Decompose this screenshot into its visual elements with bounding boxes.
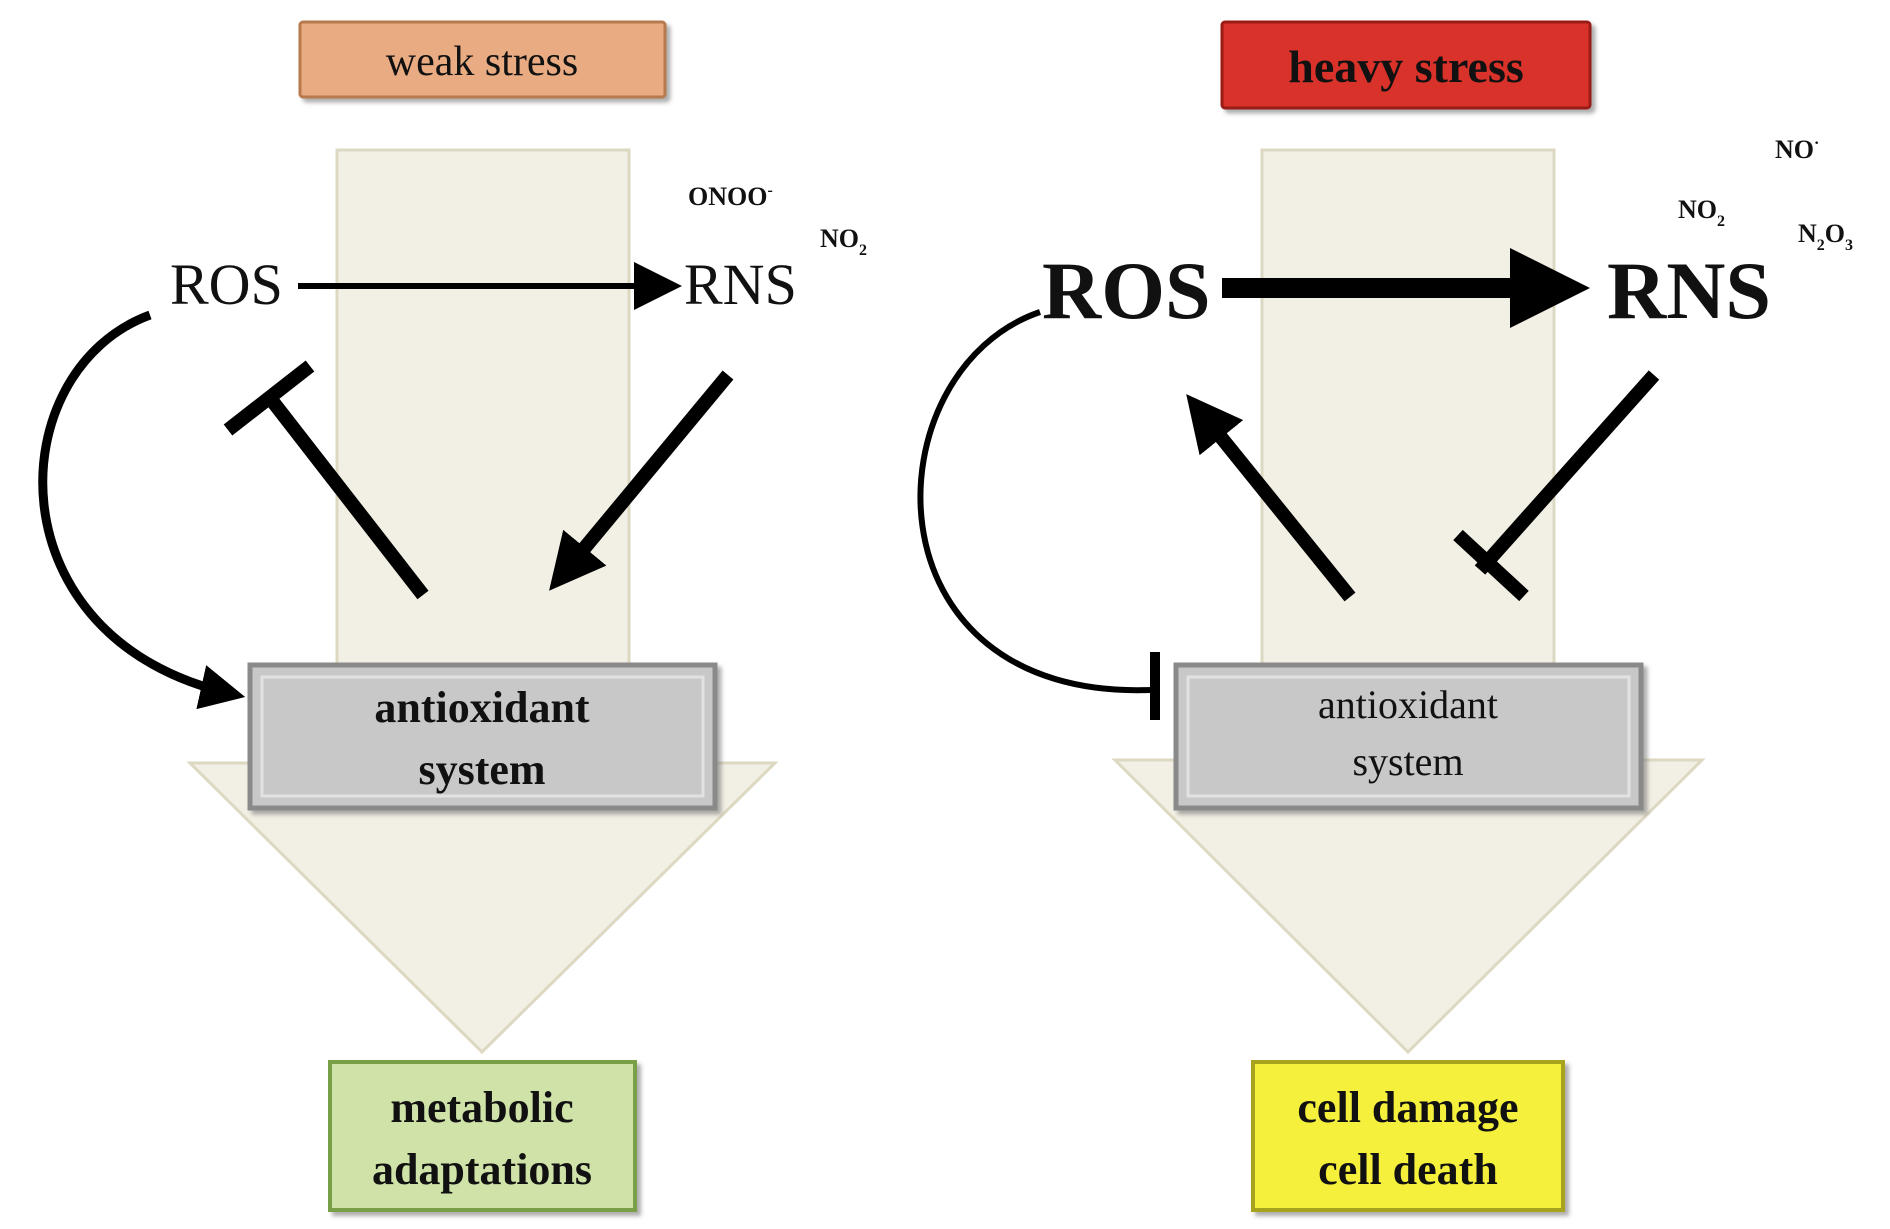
right-outcome-line1: cell damage — [1297, 1083, 1518, 1132]
left-ros-to-antioxidant-curve — [38, 310, 246, 710]
right-antioxidant-line2: system — [1352, 739, 1463, 784]
right-antioxidant-box — [1173, 662, 1644, 811]
right-ros-inhibits-antioxidant-curve — [917, 309, 1151, 694]
left-panel: weak stress ROS RNS ONOO- NO2 antioxidan… — [38, 20, 867, 1212]
left-species-onoo: ONOO- — [688, 182, 773, 211]
left-outcome-line2: adaptations — [372, 1145, 592, 1194]
right-species-no2: NO2 — [1678, 195, 1725, 230]
right-rns-inhibits-antioxidant — [1474, 370, 1660, 575]
right-inhibition-bar — [1453, 529, 1529, 602]
right-species-n2o3: N2O3 — [1798, 219, 1853, 254]
right-stress-box — [1220, 20, 1592, 110]
left-stress-label: weak stress — [386, 39, 578, 85]
right-antioxidant-line1: antioxidant — [1318, 682, 1498, 727]
left-antioxidant-inhibits-ros — [264, 393, 429, 600]
left-ros-label: ROS — [170, 252, 283, 317]
left-species-no2: NO2 — [820, 224, 867, 259]
left-outcome-box — [328, 1060, 637, 1212]
right-rns-label: RNS — [1607, 245, 1771, 336]
left-outcome-line1: metabolic — [390, 1083, 573, 1132]
right-outcome-line2: cell death — [1318, 1145, 1498, 1194]
right-stress-label: heavy stress — [1288, 41, 1524, 92]
left-antioxidant-line2: system — [418, 745, 545, 794]
left-inhibition-bar — [223, 360, 315, 436]
right-panel: heavy stress ROS RNS NO· NO2 N2O3 antiox… — [917, 20, 1853, 1212]
left-rns-label: RNS — [684, 252, 797, 317]
left-rns-to-antioxidant-arrow — [549, 370, 734, 591]
left-antioxidant-line1: antioxidant — [374, 683, 590, 732]
right-species-no: NO· — [1775, 135, 1819, 164]
left-stress-box — [298, 20, 667, 99]
right-outcome-box — [1251, 1060, 1565, 1212]
right-antioxidant-to-ros-arrow — [1186, 394, 1356, 602]
left-antioxidant-box — [247, 662, 718, 811]
right-ros-label: ROS — [1042, 245, 1211, 336]
